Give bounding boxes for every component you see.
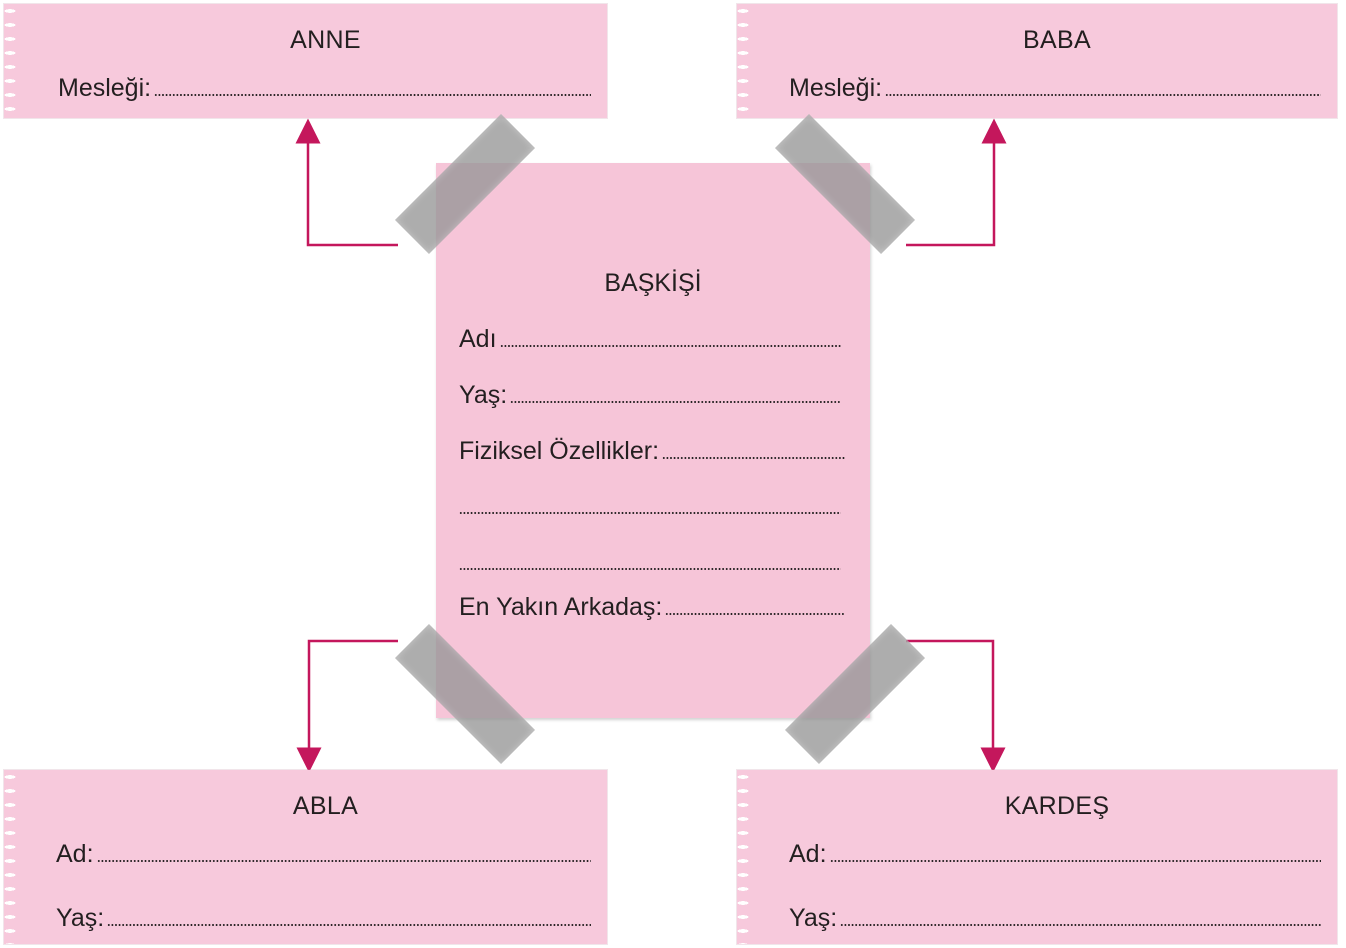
kardes-ad-label: Ad:: [789, 840, 827, 868]
baba-title: BABA: [1023, 26, 1091, 54]
en-yakin-arkadas-field[interactable]: En Yakın Arkadaş:: [459, 593, 845, 622]
baskisi-note: BAŞKİŞİ Adı Yaş: Fiziksel Özellikler: En…: [436, 163, 870, 718]
adi-line: [499, 344, 841, 348]
anne-meslek-line: [154, 93, 591, 97]
fiziksel-line: [662, 456, 845, 460]
yas-line: [510, 400, 841, 404]
torn-edge: [4, 770, 38, 944]
kardes-card: KARDEŞ Ad: Yaş:: [737, 770, 1337, 944]
abla-ad-field[interactable]: Ad:: [56, 840, 591, 869]
fiziksel-extra-line-2[interactable]: [459, 549, 841, 577]
baba-meslek-field[interactable]: Mesleği:: [789, 74, 1321, 103]
torn-edge: [737, 4, 771, 118]
yas-field[interactable]: Yaş:: [459, 381, 841, 410]
arrow-to-baba: [906, 118, 1007, 247]
blank-line: [459, 567, 841, 571]
fiziksel-label: Fiziksel Özellikler:: [459, 437, 660, 465]
fiziksel-extra-line-1[interactable]: [459, 493, 841, 521]
en-yakin-arkadas-line: [665, 612, 845, 616]
baskisi-title: BAŞKİŞİ: [604, 269, 702, 297]
arrow-to-kardes: [906, 639, 1006, 773]
torn-edge: [737, 770, 771, 944]
baba-meslek-label: Mesleği:: [789, 74, 883, 102]
adi-field[interactable]: Adı: [459, 325, 841, 354]
kardes-ad-line: [829, 859, 1321, 863]
anne-meslek-label: Mesleği:: [58, 74, 152, 102]
adi-label: Adı: [459, 325, 497, 353]
blank-line: [459, 511, 841, 515]
kardes-yas-line: [840, 923, 1321, 927]
baba-meslek-line: [885, 93, 1321, 97]
abla-card: ABLA Ad: Yaş:: [4, 770, 607, 944]
yas-label: Yaş:: [459, 381, 508, 409]
kardes-ad-field[interactable]: Ad:: [789, 840, 1321, 869]
anne-meslek-field[interactable]: Mesleği:: [58, 74, 591, 103]
kardes-yas-field[interactable]: Yaş:: [789, 904, 1321, 933]
anne-card: ANNE Mesleği:: [4, 4, 607, 118]
kardes-title: KARDEŞ: [1004, 792, 1110, 820]
torn-edge: [4, 4, 38, 118]
baba-card: BABA Mesleği:: [737, 4, 1337, 118]
anne-title: ANNE: [290, 26, 361, 54]
fiziksel-field[interactable]: Fiziksel Özellikler:: [459, 437, 845, 466]
abla-yas-field[interactable]: Yaş:: [56, 904, 591, 933]
abla-ad-line: [96, 859, 591, 863]
arrow-to-anne: [295, 118, 398, 247]
abla-title: ABLA: [292, 792, 359, 820]
abla-yas-line: [107, 923, 591, 927]
abla-yas-label: Yaş:: [56, 904, 105, 932]
en-yakin-arkadas-label: En Yakın Arkadaş:: [459, 593, 663, 621]
arrow-to-abla: [296, 639, 398, 773]
kardes-yas-label: Yaş:: [789, 904, 838, 932]
abla-ad-label: Ad:: [56, 840, 94, 868]
